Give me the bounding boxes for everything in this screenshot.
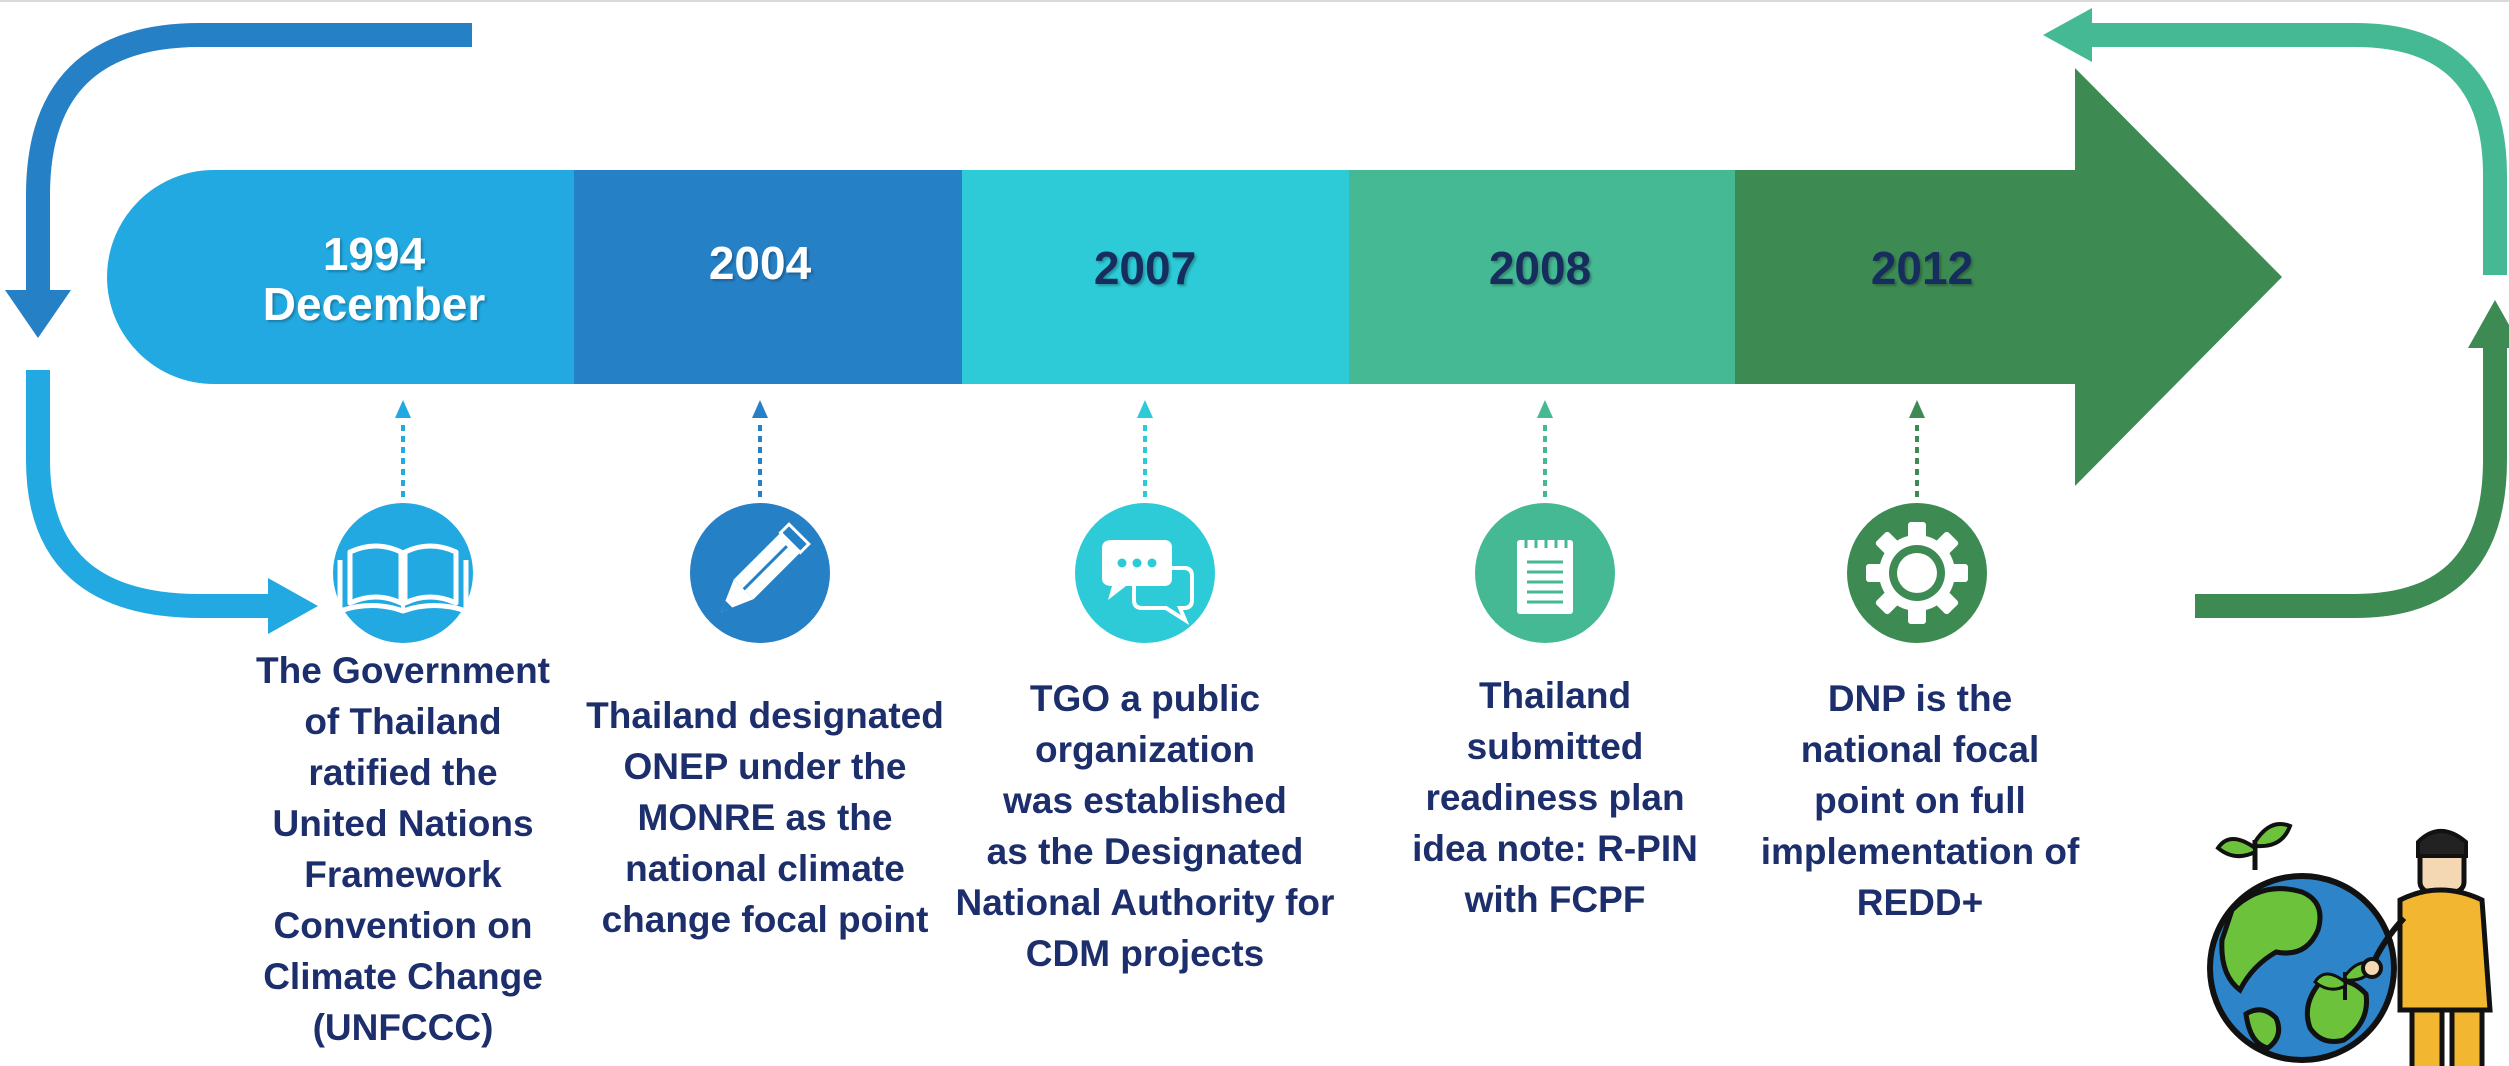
segment-2012-arrowhead [1735, 68, 2282, 486]
segment-2008 [1349, 170, 1735, 384]
description-1994: The Government of Thailand ratified the … [256, 650, 550, 1048]
year-label-2004: 2004 [708, 237, 812, 289]
description-2004: Thailand designated ONEP under the MONRE… [586, 695, 944, 940]
segment-2004 [574, 170, 962, 384]
book-icon [333, 503, 473, 643]
year-label-2012: 2012 [1870, 242, 1974, 294]
segment-2007 [962, 170, 1349, 384]
description-2007: TGO a public organization was establishe… [955, 678, 1335, 974]
segment-1994 [107, 170, 575, 384]
right-cycle-arrows [2043, 8, 2509, 618]
year-label-2008: 2008 [1488, 242, 1592, 294]
gear-icon [1847, 503, 1987, 643]
month-december: December [262, 278, 486, 330]
timeline-bar [107, 68, 2282, 486]
left-cycle-arrows [5, 23, 472, 634]
earth-care-person-icon [2207, 822, 2493, 1066]
pencil-icon [690, 503, 830, 643]
year-label-1994: 1994 December [214, 229, 534, 329]
chat-bubbles-icon [1075, 503, 1215, 643]
connectors [395, 400, 1925, 497]
description-2012: DNP is the national focal point on full … [1760, 678, 2080, 923]
year-1994: 1994 [322, 228, 426, 280]
year-label-2007: 2007 [1093, 242, 1197, 294]
description-2008: Thailand submitted readiness plan idea n… [1412, 675, 1698, 920]
notepad-icon [1475, 503, 1615, 643]
